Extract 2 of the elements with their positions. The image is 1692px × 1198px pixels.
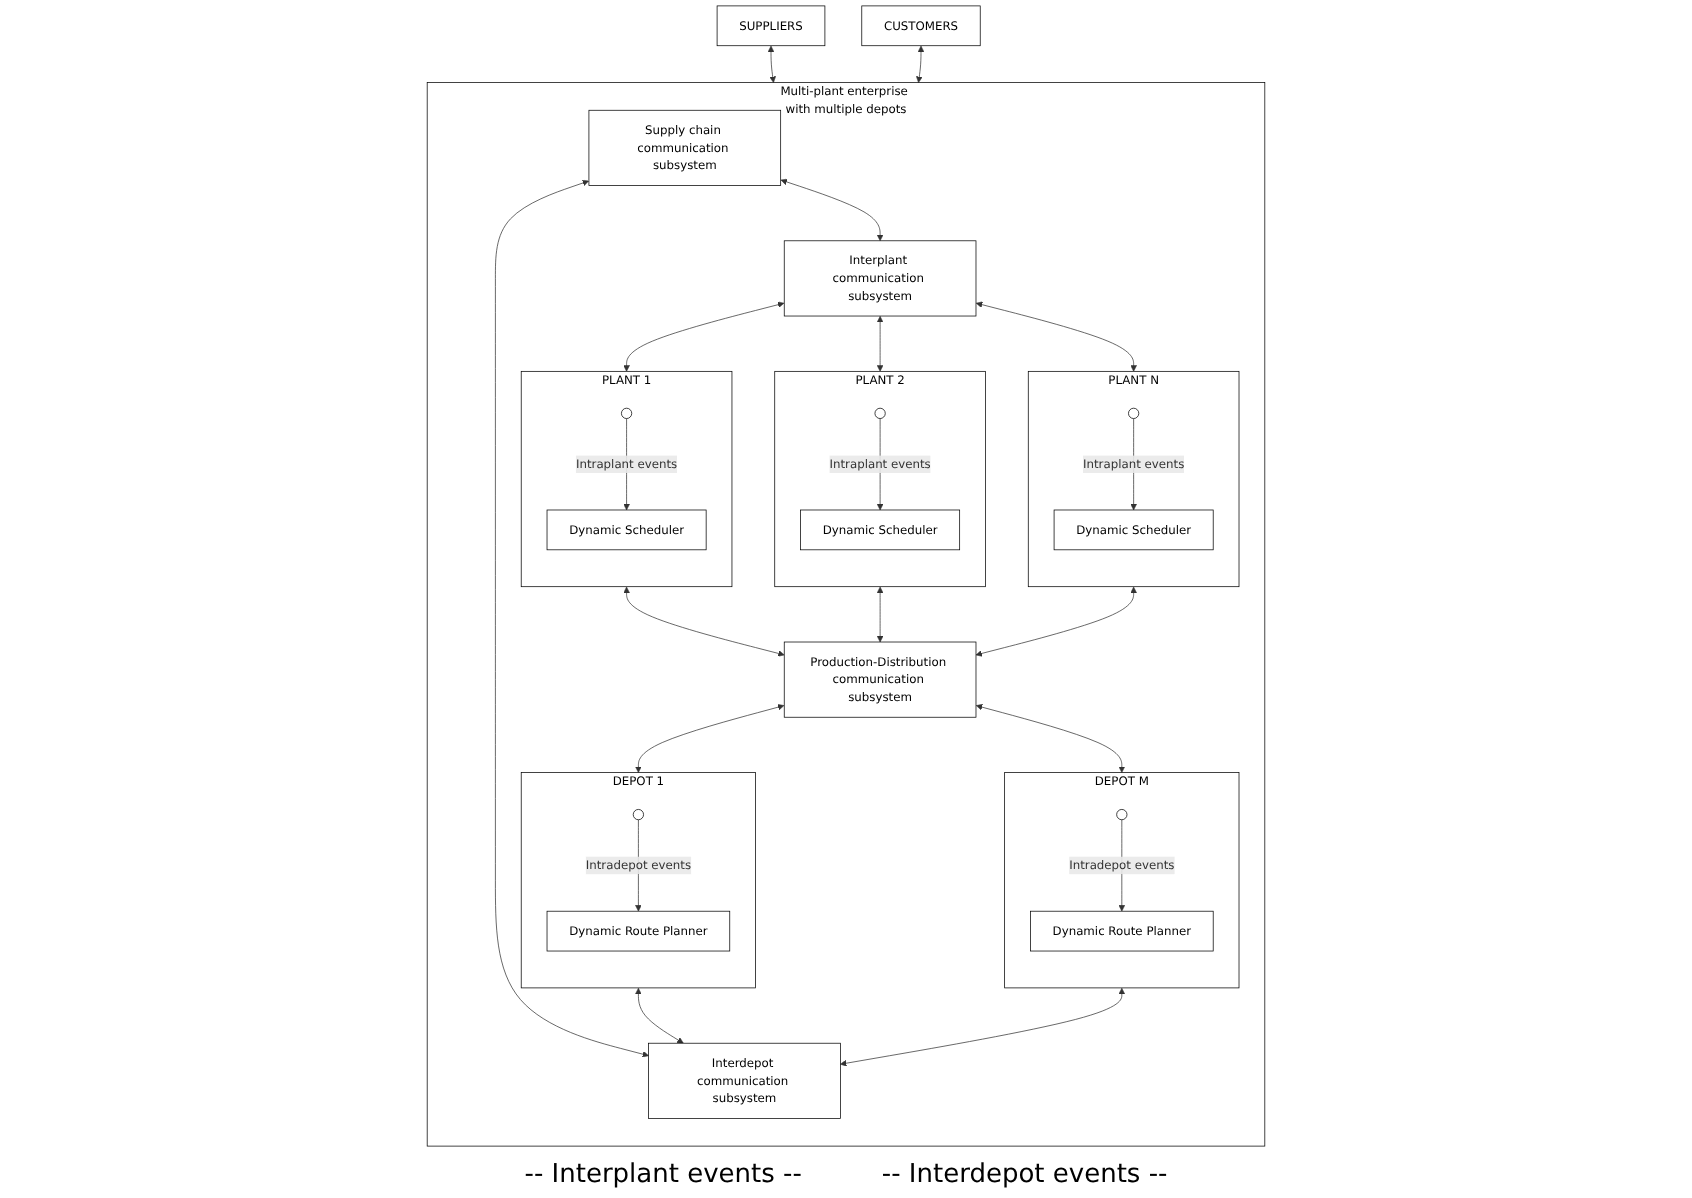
note-text: -- Interdepot events --	[881, 1160, 1168, 1190]
note-text: -- Interplant events --	[524, 1160, 802, 1190]
